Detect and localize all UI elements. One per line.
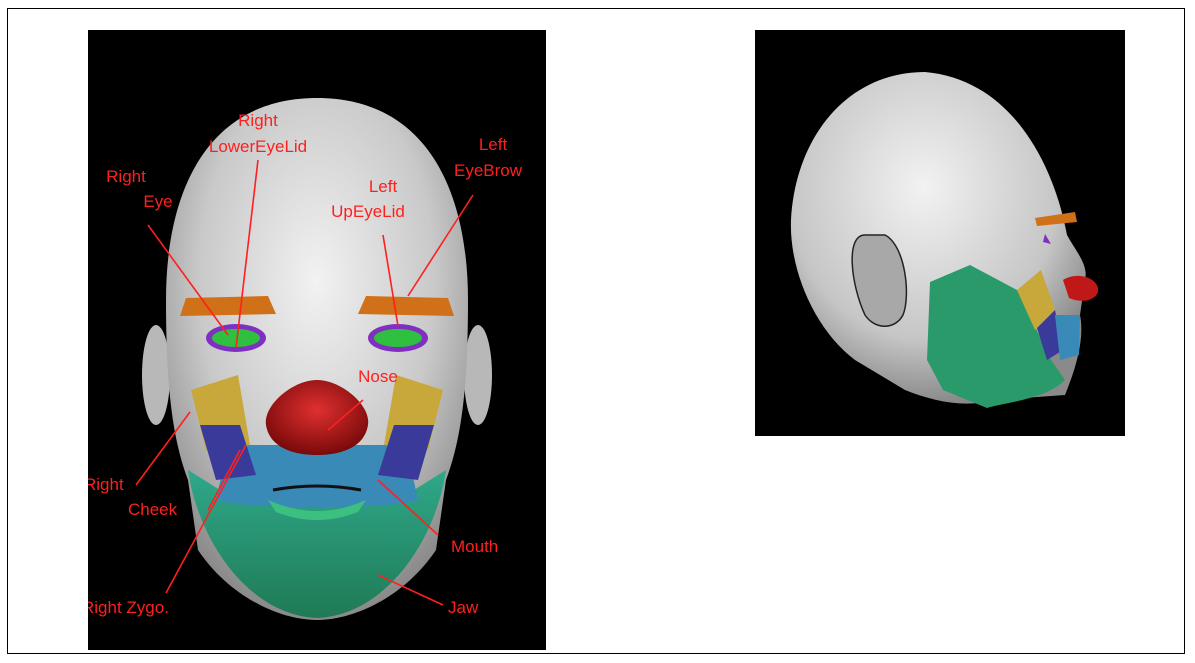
label-mouth: Mouth xyxy=(451,537,498,556)
left-eyebrow xyxy=(358,296,454,316)
right-eyebrow xyxy=(180,296,276,316)
front-face-view: Right LowerEyeLid Right Eye Left UpEyeLi… xyxy=(88,30,546,650)
side-face-view xyxy=(755,30,1125,436)
label-left-eyebrow-line1: Left xyxy=(479,135,508,154)
left-eye xyxy=(374,329,422,347)
label-nose: Nose xyxy=(358,367,398,386)
label-jaw: Jaw xyxy=(448,598,479,617)
label-right-eye-line1: Right xyxy=(106,167,146,186)
label-right-cheek-line1: Right xyxy=(88,475,124,494)
label-right-lower-eyelid-line2: LowerEyeLid xyxy=(209,137,307,156)
label-left-upeyelid-line1: Left xyxy=(369,177,398,196)
label-left-upeyelid-line2: UpEyeLid xyxy=(331,202,405,221)
label-right-cheek-line2: Cheek xyxy=(128,500,178,519)
right-ear xyxy=(142,325,170,425)
label-left-eyebrow-line2: EyeBrow xyxy=(454,161,523,180)
label-right-lower-eyelid-line1: Right xyxy=(238,111,278,130)
label-right-eye-line2: Eye xyxy=(143,192,172,211)
left-ear xyxy=(464,325,492,425)
label-right-zygo: Right Zygo. xyxy=(88,598,169,617)
